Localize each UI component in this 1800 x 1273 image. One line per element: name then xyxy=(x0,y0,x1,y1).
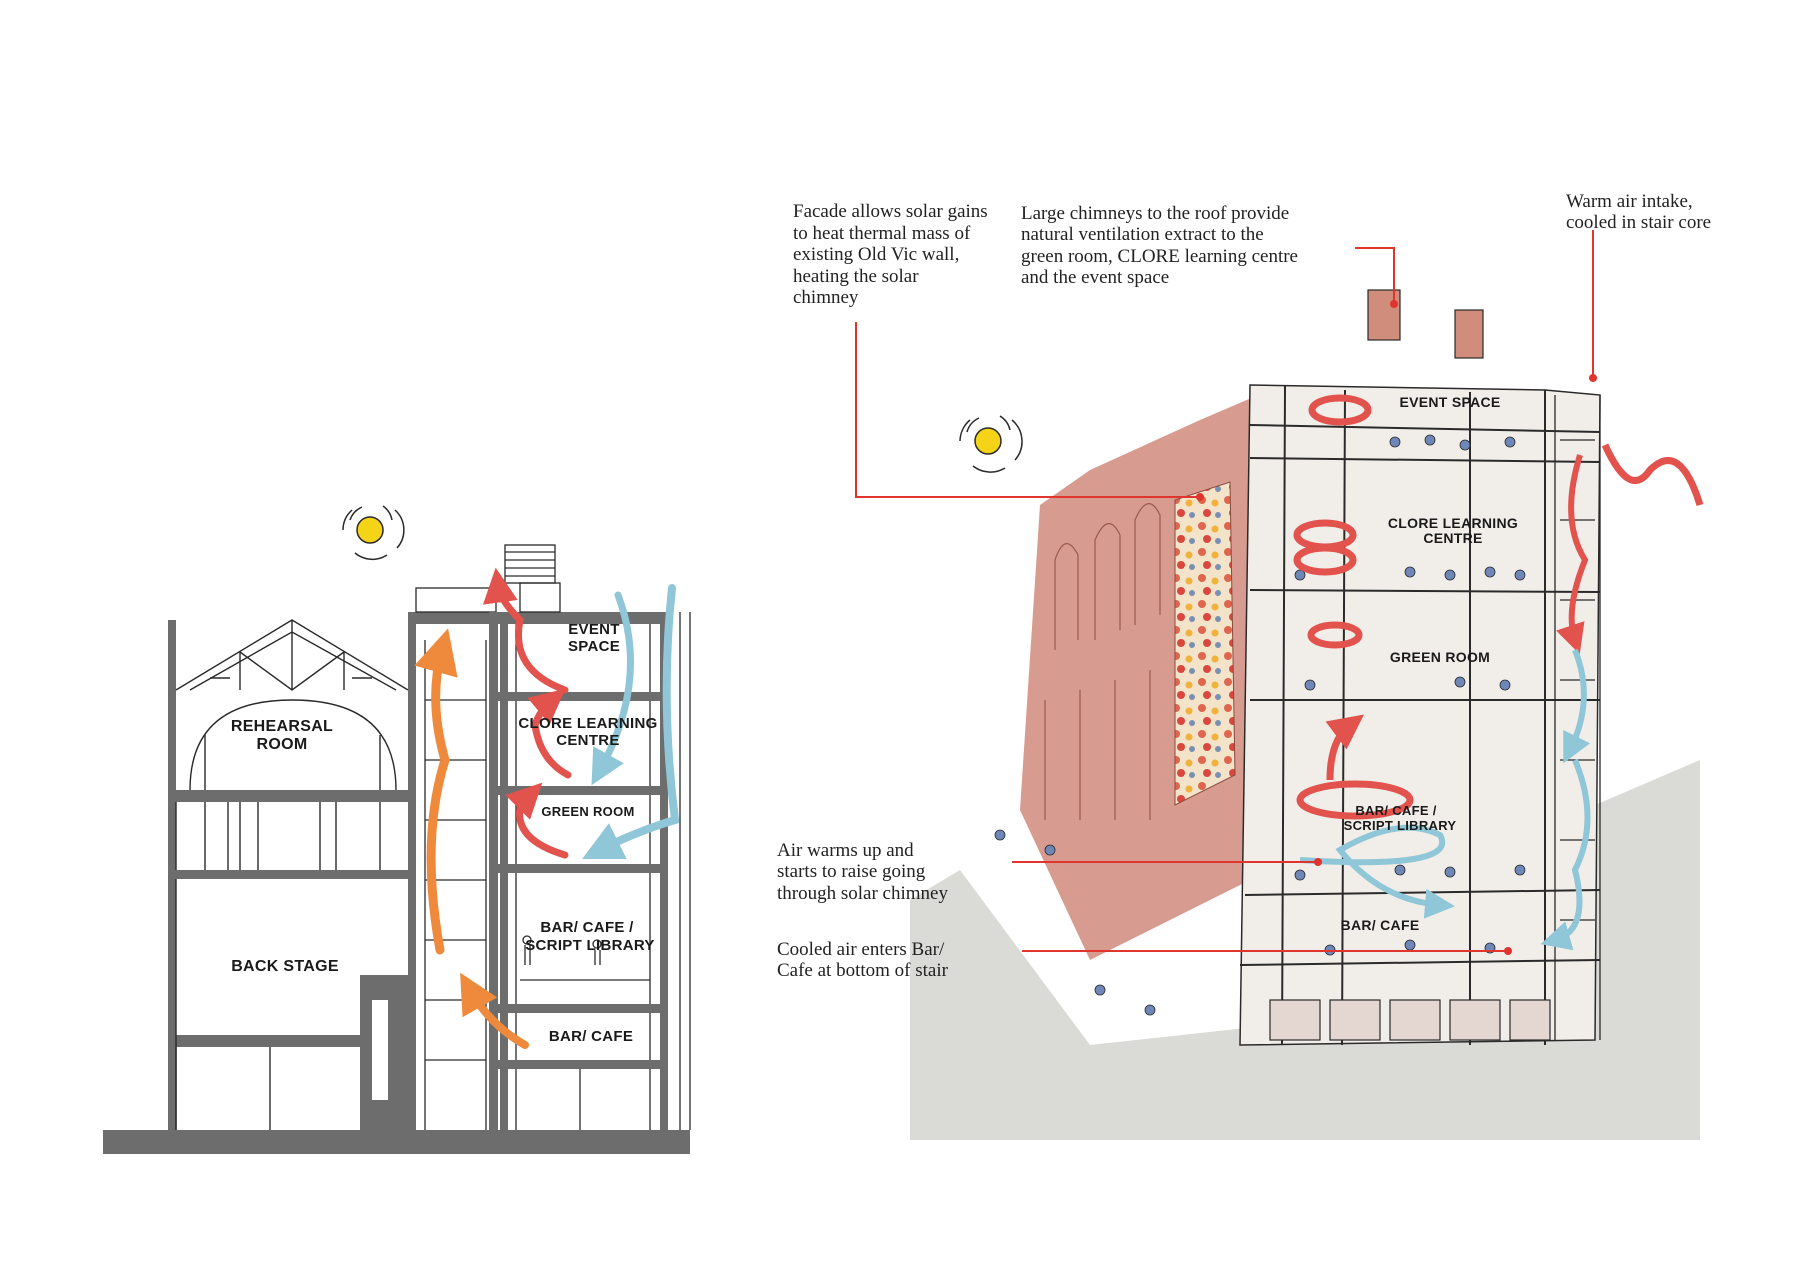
basement-bays xyxy=(1269,999,1551,1041)
label-clore-line1: CLORE LEARNING xyxy=(518,715,657,732)
label-bar-library-line1: BAR/ CAFE / xyxy=(540,919,634,936)
note-cooled-line2: Cafe at bottom of stair xyxy=(777,960,949,981)
annotation-cooled-air: Cooled air enters Bar/ Cafe at bottom of… xyxy=(777,939,949,981)
floor-slabs xyxy=(1239,384,1601,1046)
note-air-warms-line1: Air warms up and xyxy=(777,840,914,861)
label-green-room: GREEN ROOM xyxy=(541,804,634,819)
spiral-airflow-icon xyxy=(1293,394,1414,820)
note-facade-line4: heating the solar xyxy=(793,266,919,287)
note-chimneys-line3: green room, CLORE learning centre xyxy=(1021,246,1298,267)
note-facade-line5: chimney xyxy=(793,287,859,308)
leader-dot-air-warms xyxy=(1314,858,1322,866)
note-chimneys-line4: and the event space xyxy=(1021,267,1169,288)
event-cool-arrow xyxy=(591,591,634,786)
note-air-warms-line2: starts to raise going xyxy=(777,861,926,882)
roof-chimney-1 xyxy=(1367,289,1401,341)
chimney-airflow-arrow xyxy=(414,628,458,955)
bar-warm-airflow-arrow xyxy=(460,972,529,1049)
leader-dot-intake xyxy=(1589,374,1597,382)
label-p-event: EVENT SPACE xyxy=(1399,394,1500,410)
section-solar-chimney xyxy=(408,587,498,1130)
annotation-chimneys: Large chimneys to the roof provide natur… xyxy=(1021,203,1298,288)
label-clore-line2: CENTRE xyxy=(556,732,619,749)
green-warm-arrow xyxy=(505,782,569,859)
leader-lines xyxy=(855,230,1594,952)
section-drawing xyxy=(103,505,691,1154)
label-rehearsal-line1: REHEARSAL xyxy=(231,718,333,735)
sun-icon xyxy=(959,415,1023,473)
label-p-clore-line2: CENTRE xyxy=(1423,530,1482,546)
solar-chimney-facade xyxy=(1174,481,1236,806)
label-p-bar-library-line1: BAR/ CAFE / xyxy=(1355,803,1436,818)
annotation-warm-intake: Warm air intake, cooled in stair core xyxy=(1566,191,1711,233)
note-intake-line2: cooled in stair core xyxy=(1566,212,1711,233)
label-p-green-room: GREEN ROOM xyxy=(1390,649,1490,665)
note-intake-line1: Warm air intake, xyxy=(1566,191,1693,212)
label-bar-library-line2: SCRIPT LIBRARY xyxy=(525,937,654,954)
sun-icon xyxy=(342,505,405,561)
note-air-warms-line3: through solar chimney xyxy=(777,883,948,904)
clore-warm-arrow xyxy=(527,688,572,779)
leader-dot-facade xyxy=(1196,493,1204,501)
perspective-room-labels: EVENT SPACE CLORE LEARNING CENTRE GREEN … xyxy=(1341,394,1518,933)
warm-intake-arrow xyxy=(1601,443,1704,507)
leader-dot-chimney xyxy=(1390,300,1398,308)
bar-cool-spiral xyxy=(1299,824,1455,919)
occupants xyxy=(994,434,1526,1016)
label-p-clore-line1: CLORE LEARNING xyxy=(1388,515,1518,531)
label-p-bar-library-line2: SCRIPT LIBRARY xyxy=(1344,818,1457,833)
label-back-stage: BACK STAGE xyxy=(231,958,339,975)
rehearsal-block xyxy=(168,619,416,1130)
label-rehearsal-line2: ROOM xyxy=(257,736,308,753)
event-warm-arrow xyxy=(482,567,569,694)
annotation-air-warms: Air warms up and starts to raise going t… xyxy=(777,840,948,904)
label-event-line1: EVENT xyxy=(568,621,620,638)
note-facade-line2: to heat thermal mass of xyxy=(793,223,971,244)
note-chimneys-line1: Large chimneys to the roof provide xyxy=(1021,203,1289,224)
note-chimneys-line2: natural ventilation extract to the xyxy=(1021,224,1264,245)
perspective-drawing xyxy=(855,230,1704,1140)
stair-cool-arrow-2 xyxy=(1563,648,1591,764)
intake-cool-arrow xyxy=(582,584,680,859)
note-facade-line3: existing Old Vic wall, xyxy=(793,244,959,265)
stair-warm-arrow xyxy=(1556,454,1589,655)
note-facade-line1: Facade allows solar gains xyxy=(793,201,988,222)
label-event-line2: SPACE xyxy=(568,638,620,655)
perspective-ground xyxy=(910,760,1700,1140)
section-room-labels: REHEARSAL ROOM BACK STAGE EVENT SPACE CL… xyxy=(231,621,657,1045)
section-main-building xyxy=(498,544,691,1130)
note-cooled-line1: Cooled air enters Bar/ xyxy=(777,939,945,960)
section-ground xyxy=(103,1130,690,1154)
label-p-bar-cafe: BAR/ CAFE xyxy=(1341,917,1420,933)
label-bar-cafe: BAR/ CAFE xyxy=(549,1028,633,1045)
stair-cool-arrow xyxy=(1540,758,1591,951)
roof-chimney-2 xyxy=(1454,309,1484,359)
leader-dot-cooled xyxy=(1504,947,1512,955)
annotation-facade: Facade allows solar gains to heat therma… xyxy=(793,201,988,308)
